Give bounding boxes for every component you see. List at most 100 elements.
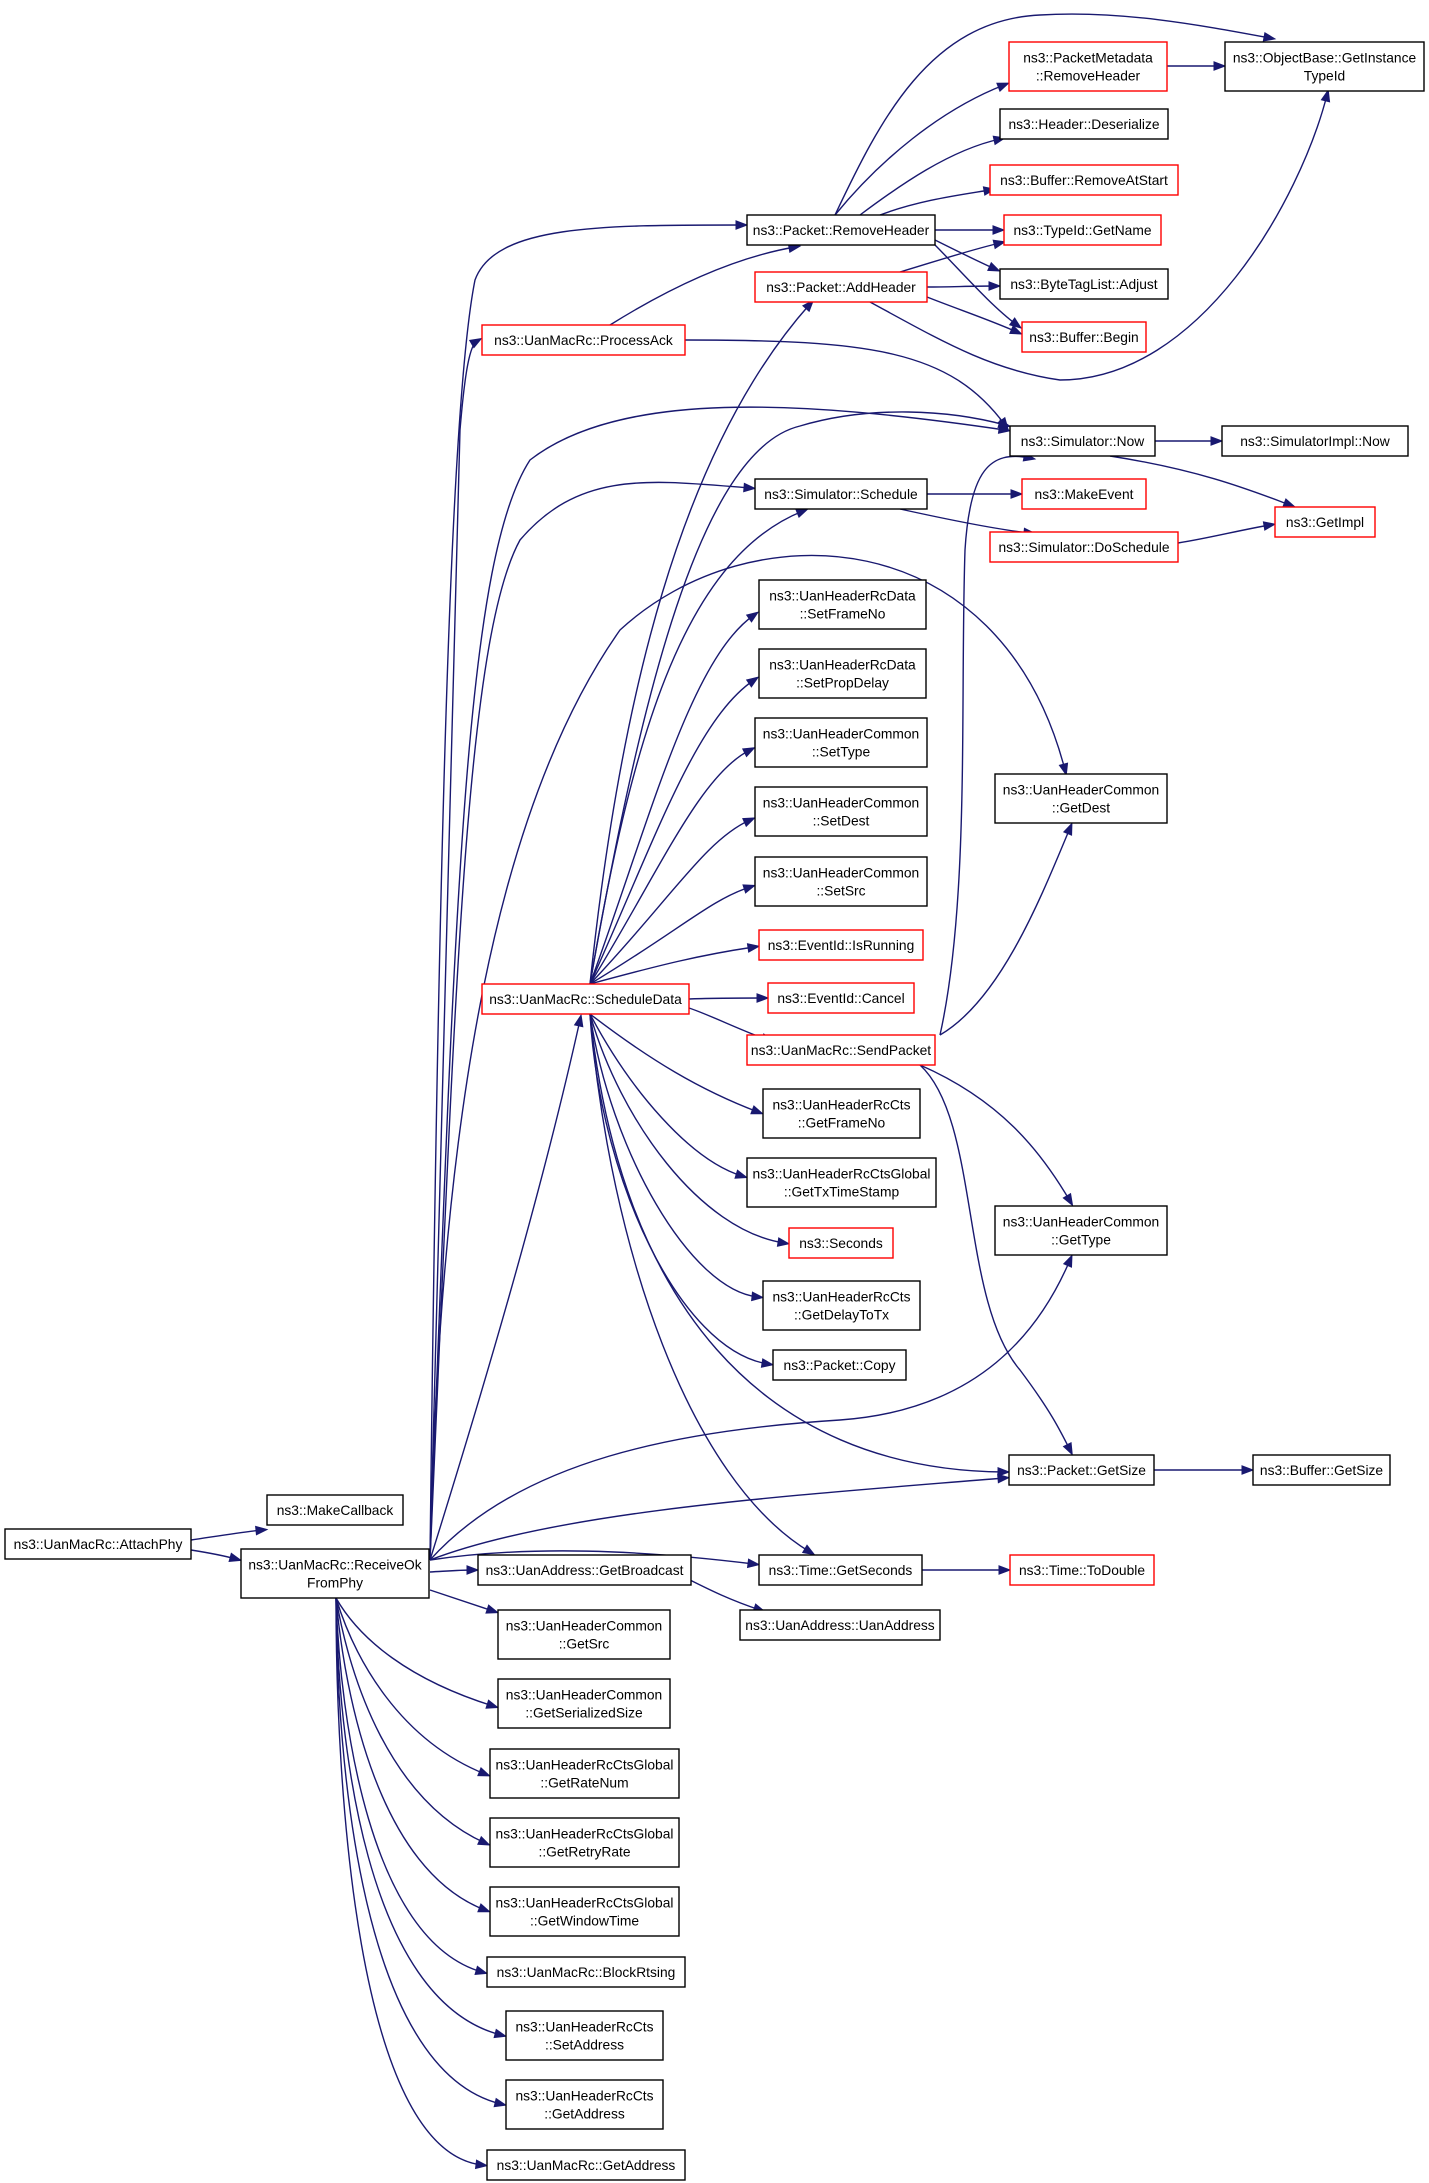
node-time_getseconds[interactable]: ns3::Time::GetSeconds xyxy=(758,1554,923,1586)
node-processack[interactable]: ns3::UanMacRc::ProcessAck xyxy=(481,324,686,356)
node-box[interactable] xyxy=(767,982,915,1014)
node-box[interactable] xyxy=(788,1227,894,1259)
node-common_getsrc[interactable]: ns3::UanHeaderCommon::GetSrc xyxy=(497,1609,671,1660)
node-common_setdest[interactable]: ns3::UanHeaderCommon::SetDest xyxy=(754,786,928,837)
node-box[interactable] xyxy=(1009,1554,1155,1586)
node-makecallback[interactable]: ns3::MakeCallback xyxy=(266,1494,404,1526)
node-box[interactable] xyxy=(477,1554,692,1586)
node-box[interactable] xyxy=(497,1609,671,1660)
node-rccts_getaddress[interactable]: ns3::UanHeaderRcCts::GetAddress xyxy=(505,2079,664,2130)
node-box[interactable] xyxy=(758,1554,923,1586)
node-rccts_setaddress[interactable]: ns3::UanHeaderRcCts::SetAddress xyxy=(505,2010,664,2061)
node-sendpacket[interactable]: ns3::UanMacRc::SendPacket xyxy=(746,1034,936,1066)
node-box[interactable] xyxy=(1021,321,1147,353)
node-box[interactable] xyxy=(497,1678,671,1729)
node-makeevent[interactable]: ns3::MakeEvent xyxy=(1021,478,1147,510)
node-header_deserialize[interactable]: ns3::Header::Deserialize xyxy=(999,108,1169,140)
node-box[interactable] xyxy=(762,1280,921,1331)
node-pkt_removeheader[interactable]: ns3::Packet::RemoveHeader xyxy=(746,214,936,246)
node-sim_now[interactable]: ns3::Simulator::Now xyxy=(1009,425,1156,457)
node-bytetaglist_adjust[interactable]: ns3::ByteTagList::Adjust xyxy=(999,268,1169,300)
node-sim_doschedule[interactable]: ns3::Simulator::DoSchedule xyxy=(989,531,1179,563)
node-eventid_isrunning[interactable]: ns3::EventId::IsRunning xyxy=(758,929,924,961)
node-box[interactable] xyxy=(481,324,686,356)
node-box[interactable] xyxy=(989,164,1179,196)
node-ctsglobal_getwindowtime[interactable]: ns3::UanHeaderRcCtsGlobal::GetWindowTime xyxy=(489,1886,680,1937)
node-box[interactable] xyxy=(505,2079,664,2130)
node-addr_getbroadcast[interactable]: ns3::UanAddress::GetBroadcast xyxy=(477,1554,692,1586)
node-addr_uanaddress[interactable]: ns3::UanAddress::UanAddress xyxy=(739,1609,941,1641)
node-pkt_copy[interactable]: ns3::Packet::Copy xyxy=(772,1349,907,1381)
node-common_setsrc[interactable]: ns3::UanHeaderCommon::SetSrc xyxy=(754,856,928,907)
node-box[interactable] xyxy=(240,1548,430,1599)
node-box[interactable] xyxy=(1274,506,1376,538)
node-common_getdest[interactable]: ns3::UanHeaderCommon::GetDest xyxy=(994,773,1168,824)
node-blockrtsing[interactable]: ns3::UanMacRc::BlockRtsing xyxy=(486,1956,686,1988)
node-ctsglobal_getretryrate[interactable]: ns3::UanHeaderRcCtsGlobal::GetRetryRate xyxy=(489,1817,680,1868)
node-buffer_getsize[interactable]: ns3::Buffer::GetSize xyxy=(1252,1454,1391,1486)
node-seconds[interactable]: ns3::Seconds xyxy=(788,1227,894,1259)
node-box[interactable] xyxy=(486,1956,686,1988)
node-box[interactable] xyxy=(489,1748,680,1799)
node-rccts_getdelaytotx[interactable]: ns3::UanHeaderRcCts::GetDelayToTx xyxy=(762,1280,921,1331)
node-common_gettype[interactable]: ns3::UanHeaderCommon::GetType xyxy=(994,1205,1168,1256)
node-typeid_getname[interactable]: ns3::TypeId::GetName xyxy=(1003,214,1162,246)
node-ctsglobal_gettxtimestamp[interactable]: ns3::UanHeaderRcCtsGlobal::GetTxTimeStam… xyxy=(746,1157,937,1208)
node-eventid_cancel[interactable]: ns3::EventId::Cancel xyxy=(767,982,915,1014)
node-box[interactable] xyxy=(754,478,928,510)
node-box[interactable] xyxy=(989,531,1179,563)
node-box[interactable] xyxy=(1008,41,1168,92)
node-box[interactable] xyxy=(754,786,928,837)
node-box[interactable] xyxy=(1221,425,1409,457)
node-box[interactable] xyxy=(739,1609,941,1641)
node-attachphy[interactable]: ns3::UanMacRc::AttachPhy xyxy=(4,1528,192,1560)
node-simimpl_now[interactable]: ns3::SimulatorImpl::Now xyxy=(1221,425,1409,457)
node-box[interactable] xyxy=(994,773,1168,824)
node-rccts_getframeno[interactable]: ns3::UanHeaderRcCts::GetFrameNo xyxy=(762,1088,921,1139)
node-box[interactable] xyxy=(4,1528,192,1560)
node-box[interactable] xyxy=(489,1817,680,1868)
node-macrc_getaddress[interactable]: ns3::UanMacRc::GetAddress xyxy=(486,2149,686,2181)
node-box[interactable] xyxy=(754,271,928,303)
node-box[interactable] xyxy=(758,929,924,961)
node-box[interactable] xyxy=(1224,41,1425,92)
node-pkt_getsize[interactable]: ns3::Packet::GetSize xyxy=(1008,1454,1155,1486)
node-box[interactable] xyxy=(746,214,936,246)
node-buffer_begin[interactable]: ns3::Buffer::Begin xyxy=(1021,321,1147,353)
node-box[interactable] xyxy=(505,2010,664,2061)
node-box[interactable] xyxy=(994,1205,1168,1256)
node-rcdata_setframeno[interactable]: ns3::UanHeaderRcData::SetFrameNo xyxy=(758,579,927,630)
node-box[interactable] xyxy=(1003,214,1162,246)
node-box[interactable] xyxy=(1009,425,1156,457)
node-box[interactable] xyxy=(746,1157,937,1208)
node-box[interactable] xyxy=(1008,1454,1155,1486)
node-box[interactable] xyxy=(758,648,927,699)
node-box[interactable] xyxy=(999,108,1169,140)
node-box[interactable] xyxy=(489,1886,680,1937)
node-buffer_removeatstart[interactable]: ns3::Buffer::RemoveAtStart xyxy=(989,164,1179,196)
node-box[interactable] xyxy=(746,1034,936,1066)
node-common_settype[interactable]: ns3::UanHeaderCommon::SetType xyxy=(754,717,928,768)
node-common_getserializedsize[interactable]: ns3::UanHeaderCommon::GetSerializedSize xyxy=(497,1678,671,1729)
node-ctsglobal_getratenum[interactable]: ns3::UanHeaderRcCtsGlobal::GetRateNum xyxy=(489,1748,680,1799)
node-box[interactable] xyxy=(758,579,927,630)
node-rcdata_setpropdelay[interactable]: ns3::UanHeaderRcData::SetPropDelay xyxy=(758,648,927,699)
node-getimpl[interactable]: ns3::GetImpl xyxy=(1274,506,1376,538)
node-box[interactable] xyxy=(754,717,928,768)
node-box[interactable] xyxy=(481,983,690,1015)
node-time_todouble[interactable]: ns3::Time::ToDouble xyxy=(1009,1554,1155,1586)
node-box[interactable] xyxy=(1021,478,1147,510)
node-box[interactable] xyxy=(999,268,1169,300)
node-box[interactable] xyxy=(762,1088,921,1139)
node-pkt_addheader[interactable]: ns3::Packet::AddHeader xyxy=(754,271,928,303)
node-box[interactable] xyxy=(754,856,928,907)
node-sim_schedule[interactable]: ns3::Simulator::Schedule xyxy=(754,478,928,510)
node-box[interactable] xyxy=(266,1494,404,1526)
node-box[interactable] xyxy=(486,2149,686,2181)
node-scheduledata[interactable]: ns3::UanMacRc::ScheduleData xyxy=(481,983,690,1015)
node-box[interactable] xyxy=(772,1349,907,1381)
node-box[interactable] xyxy=(1252,1454,1391,1486)
node-pmeta_removeheader[interactable]: ns3::PacketMetadata::RemoveHeader xyxy=(1008,41,1168,92)
